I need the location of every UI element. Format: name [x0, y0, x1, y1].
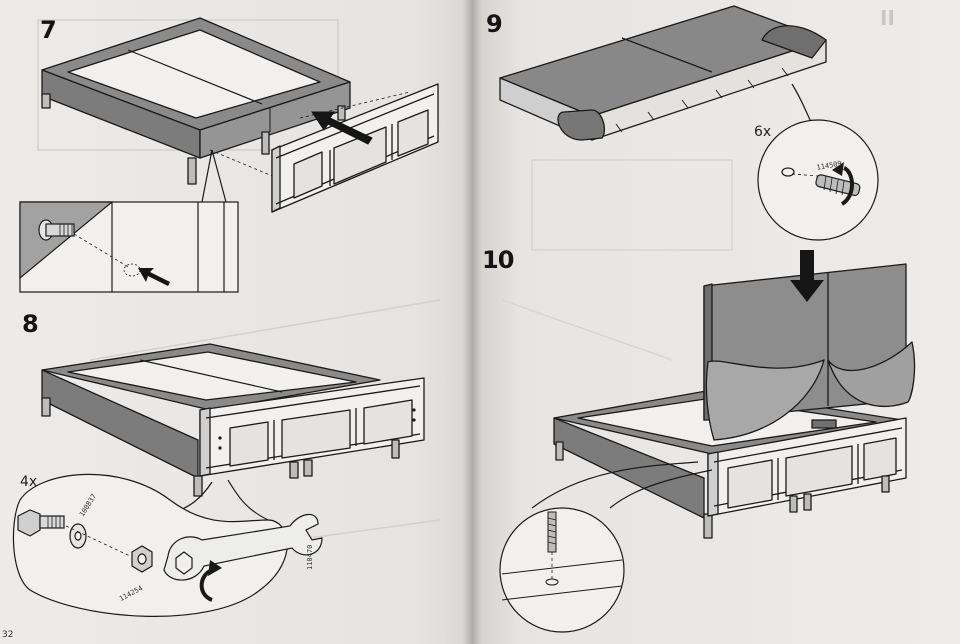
down-arrow — [790, 250, 824, 302]
step-10-bed-with-headboard — [499, 250, 916, 633]
page-number: 32 — [2, 630, 14, 640]
left-page: 7 — [0, 0, 472, 644]
bleed-through-mark: II — [880, 6, 895, 30]
step-7-number: 7 — [40, 16, 57, 44]
bleed-through-lines — [501, 159, 733, 361]
wrench-icon — [163, 513, 323, 581]
book-gutter — [462, 0, 482, 644]
right-page: 9 6x 11 — [472, 0, 960, 644]
push-arrow — [311, 111, 373, 145]
insert-arrow — [138, 268, 170, 286]
rotate-arrow — [840, 166, 854, 206]
step-7-bolt-detail — [19, 149, 239, 293]
step-9-headboard-panel — [499, 5, 879, 241]
step-10-detail-bubble — [499, 507, 625, 633]
step-7-bed-base — [41, 17, 439, 213]
step-8-bed-assembled — [12, 343, 425, 617]
step-8-quantity: 4x — [20, 474, 38, 490]
step-8-number: 8 — [22, 310, 39, 338]
step-9-number: 9 — [486, 10, 503, 38]
step-8-detail-bubble — [12, 473, 288, 617]
step-10-number: 10 — [482, 246, 514, 274]
step-9-quantity: 6x — [754, 124, 772, 140]
step-8-part-wrench: 110470 — [306, 544, 314, 570]
